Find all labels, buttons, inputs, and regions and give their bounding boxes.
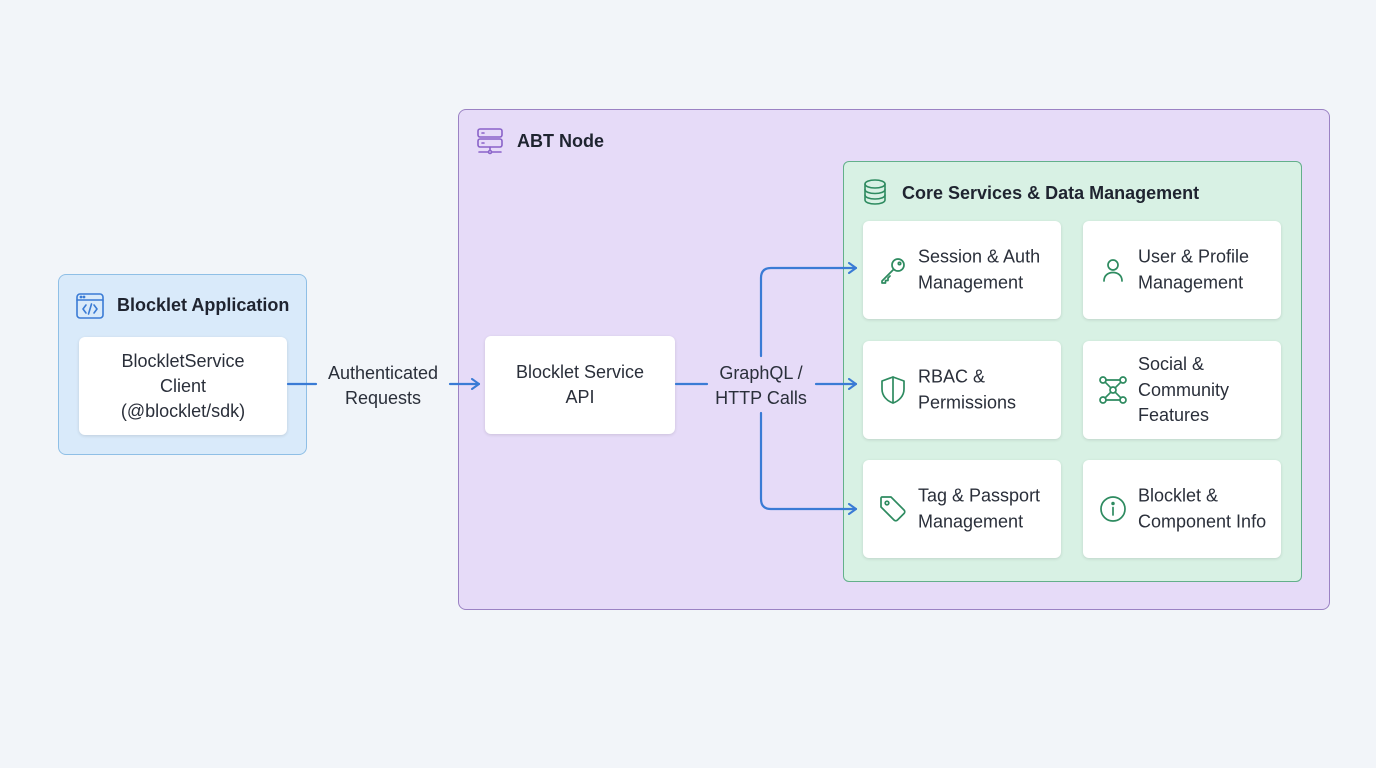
blocklet-service-api-node[interactable]: Blocklet Service API — [485, 336, 675, 434]
blocklet-application-group: Blocklet Application BlockletService Cli… — [58, 274, 307, 455]
tag-passport-service[interactable]: Tag & Passport Management — [863, 460, 1061, 558]
database-icon — [860, 177, 890, 207]
core-services-title: Core Services & Data Management — [902, 183, 1200, 203]
shield-icon — [877, 374, 909, 406]
auth-label-line-2: Requests — [344, 388, 422, 408]
tag-passport-line-2: Management — [918, 511, 1024, 531]
api-line-1: Blocklet Service — [515, 362, 645, 382]
user-profile-line-2: Management — [1138, 272, 1244, 292]
rbac-line-1: RBAC & — [918, 366, 986, 387]
social-line-1: Social & — [1138, 353, 1205, 374]
session-auth-service[interactable]: Session & Auth Management — [863, 221, 1061, 319]
client-line-3: (@blocklet/sdk) — [120, 400, 246, 421]
gql-label-line-2: HTTP Calls — [715, 388, 807, 408]
client-line-1: BlockletService — [121, 350, 245, 371]
gql-label-line-1: GraphQL / — [719, 363, 803, 383]
user-icon — [1097, 254, 1129, 286]
blocklet-application-title: Blocklet Application — [117, 295, 290, 315]
blocklet-component-service[interactable]: Blocklet & Component Info — [1083, 460, 1281, 558]
server-icon — [475, 126, 505, 156]
blockletservice-client-node[interactable]: BlockletService Client (@blocklet/sdk) — [79, 337, 287, 435]
session-auth-line-2: Management — [918, 272, 1024, 292]
tag-passport-line-1: Tag & Passport — [918, 485, 1041, 506]
authenticated-requests-label: Authenticated Requests — [318, 361, 448, 411]
social-line-3: Features — [1138, 404, 1210, 425]
blocklet-component-line-2: Component Info — [1138, 511, 1267, 531]
social-community-service[interactable]: Social & Community Features — [1083, 341, 1281, 439]
graphql-http-calls-label: GraphQL / HTTP Calls — [708, 361, 814, 411]
tag-icon — [877, 493, 909, 525]
info-icon — [1097, 493, 1129, 525]
social-line-2: Community — [1138, 379, 1230, 400]
key-icon — [877, 254, 909, 286]
rbac-permissions-service[interactable]: RBAC & Permissions — [863, 341, 1061, 439]
client-line-2: Client — [159, 375, 207, 396]
code-window-icon — [75, 291, 105, 321]
auth-label-line-1: Authenticated — [327, 363, 439, 383]
session-auth-line-1: Session & Auth — [918, 246, 1041, 267]
api-line-2: API — [565, 387, 595, 407]
rbac-line-2: Permissions — [918, 392, 1017, 412]
blocklet-component-line-1: Blocklet & — [1138, 485, 1219, 506]
network-icon — [1097, 374, 1129, 406]
abt-node-title: ABT Node — [517, 131, 604, 151]
user-profile-line-1: User & Profile — [1138, 246, 1250, 267]
user-profile-service[interactable]: User & Profile Management — [1083, 221, 1281, 319]
